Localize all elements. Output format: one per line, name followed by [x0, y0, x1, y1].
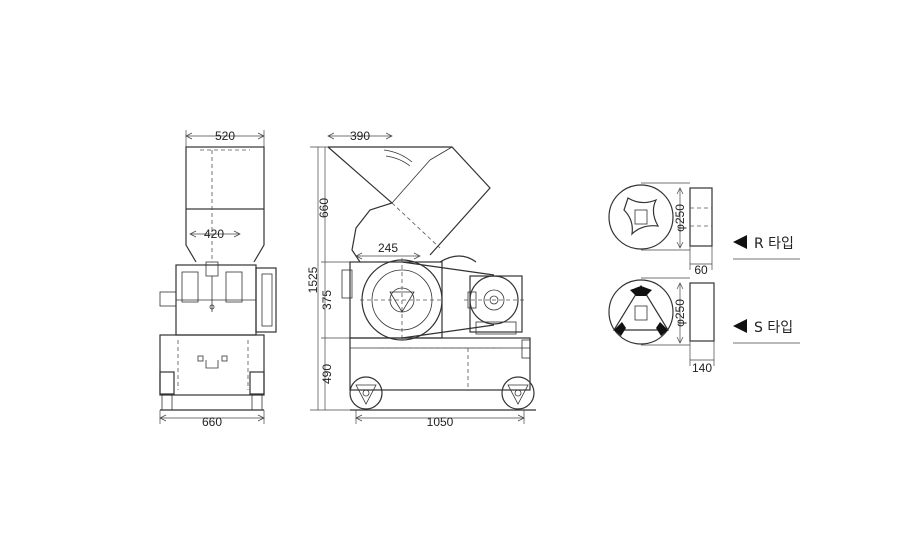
s-width-label: 140: [692, 361, 712, 375]
s-arrow-icon: [733, 319, 747, 333]
r-type-label: R 타입: [754, 236, 794, 252]
dim-base-height: 490: [320, 364, 334, 384]
dim-total-height: 1525: [306, 266, 320, 293]
front-view: 520 420: [159, 129, 277, 429]
dim-base-width: 660: [202, 415, 222, 429]
s-diameter-label: φ250: [673, 299, 687, 327]
dim-base-length: 1050: [427, 415, 454, 429]
rotor-s-type: φ250 140 S 타입: [608, 277, 800, 375]
r-diameter-label: φ250: [673, 204, 687, 232]
dim-mid-height: 375: [320, 290, 334, 310]
dim-offset: 245: [378, 241, 398, 255]
side-view: 390 660 1525 375 490 245: [306, 129, 536, 429]
r-width-label: 60: [694, 263, 708, 277]
rotor-r-type: φ250 60 R 타입: [608, 182, 800, 277]
dim-top-width: 520: [215, 129, 235, 143]
dim-throat-width: 420: [204, 227, 224, 241]
s-type-label: S 타입: [754, 320, 793, 336]
dim-hopper-height: 660: [317, 198, 331, 218]
r-arrow-icon: [733, 235, 747, 249]
dim-hopper-width: 390: [350, 129, 370, 143]
